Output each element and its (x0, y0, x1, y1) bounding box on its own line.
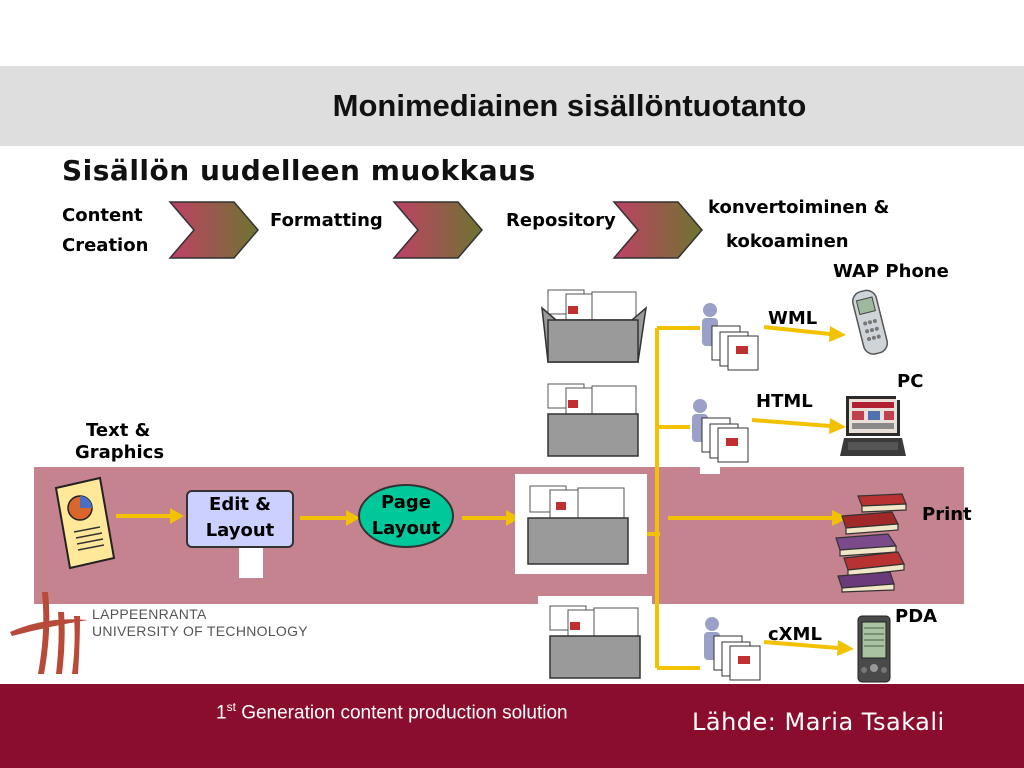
university-name-line-1: LAPPEENRANTA (92, 606, 207, 622)
footer-caption-sup: st (226, 700, 236, 714)
slide-title: Monimediainen sisällöntuotanto (332, 88, 807, 123)
pda-device-icon (857, 615, 891, 683)
footer-source: Lähde: Maria Tsakali (692, 708, 945, 736)
print-label: Print (922, 504, 972, 525)
edit-layout-box: Edit & Layout (186, 490, 294, 548)
person-documents-icon (692, 399, 749, 474)
mobile-phone-icon (852, 289, 889, 355)
chevron-arrow-icon (612, 201, 703, 259)
page-layout-label-2: Layout (371, 518, 441, 539)
chevron-arrow-icon (392, 201, 483, 259)
text-graphics-label-2: Graphics (75, 442, 165, 463)
laptop-icon (840, 392, 906, 456)
books-stack-icon (835, 493, 907, 593)
footer-caption-prefix: 1 (216, 702, 227, 724)
folder-documents-icon (527, 485, 629, 565)
person-documents-icon (704, 617, 761, 681)
wml-label: WML (768, 308, 818, 329)
formatting-label: Formatting (270, 210, 383, 231)
university-logo-icon (10, 592, 88, 674)
footer-caption-rest: Generation content production solution (235, 702, 568, 724)
html-label: HTML (756, 391, 813, 412)
title-bar (0, 66, 1024, 146)
page-layout-oval: Page Layout (358, 484, 454, 548)
university-name-line-2: UNIVERSITY OF TECHNOLOGY (92, 623, 308, 639)
pda-label: PDA (895, 606, 938, 627)
repository-label: Repository (506, 210, 616, 231)
wap-phone-label: WAP Phone (833, 261, 949, 282)
document-chart-icon (54, 476, 116, 570)
slide-subtitle: Sisällön uudelleen muokkaus (62, 154, 536, 187)
content-creation-label-2: Creation (62, 235, 149, 256)
footer-bar (0, 684, 1024, 768)
page-layout-label-1: Page (381, 492, 431, 513)
content-creation-label-1: Content (62, 205, 143, 226)
cxml-label: cXML (768, 624, 822, 645)
edit-layout-label-1: Edit & (209, 494, 271, 515)
text-graphics-label-1: Text & (86, 420, 151, 441)
folder-documents-icon (541, 289, 648, 363)
convert-label-2: kokoaminen (726, 231, 849, 252)
chevron-arrow-icon (168, 201, 259, 259)
convert-label-1: konvertoiminen & (708, 197, 890, 218)
footer-caption: 1st Generation content production soluti… (216, 700, 568, 724)
folder-documents-icon (549, 605, 641, 679)
pc-label: PC (897, 371, 924, 392)
person-documents-icon (702, 303, 759, 371)
university-name: LAPPEENRANTA UNIVERSITY OF TECHNOLOGY (92, 606, 308, 640)
folder-documents-icon (547, 383, 639, 457)
edit-layout-label-2: Layout (205, 520, 275, 541)
blank-card (239, 548, 263, 578)
